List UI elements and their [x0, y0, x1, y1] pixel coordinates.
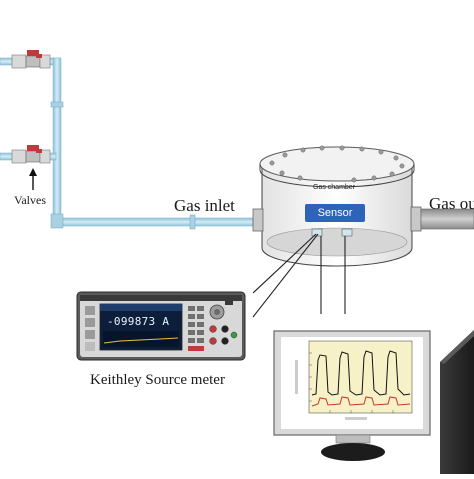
source-meter-label: Keithley Source meter [90, 372, 225, 388]
valve-top [11, 50, 51, 69]
keithley-source-meter [76, 291, 246, 361]
meter-readout: -099873 A [107, 315, 170, 328]
response-curve-black [311, 350, 411, 396]
sensor-wires [252, 233, 346, 318]
monitor [273, 330, 431, 461]
gas-outlet-pipe [420, 208, 474, 230]
sensor-label: Sensor [305, 204, 365, 222]
response-plot-area [308, 340, 413, 414]
valves-arrow [29, 168, 37, 190]
gas-outlet-label: Gas ou [429, 194, 474, 213]
gas-inlet-label: Gas inlet [174, 196, 235, 215]
response-curve-red [311, 396, 411, 407]
valve-bottom [11, 145, 51, 164]
computer-tower [440, 330, 474, 474]
valves-label: Valves [14, 193, 46, 207]
gas-chamber-label: Gas chamber [313, 184, 356, 191]
